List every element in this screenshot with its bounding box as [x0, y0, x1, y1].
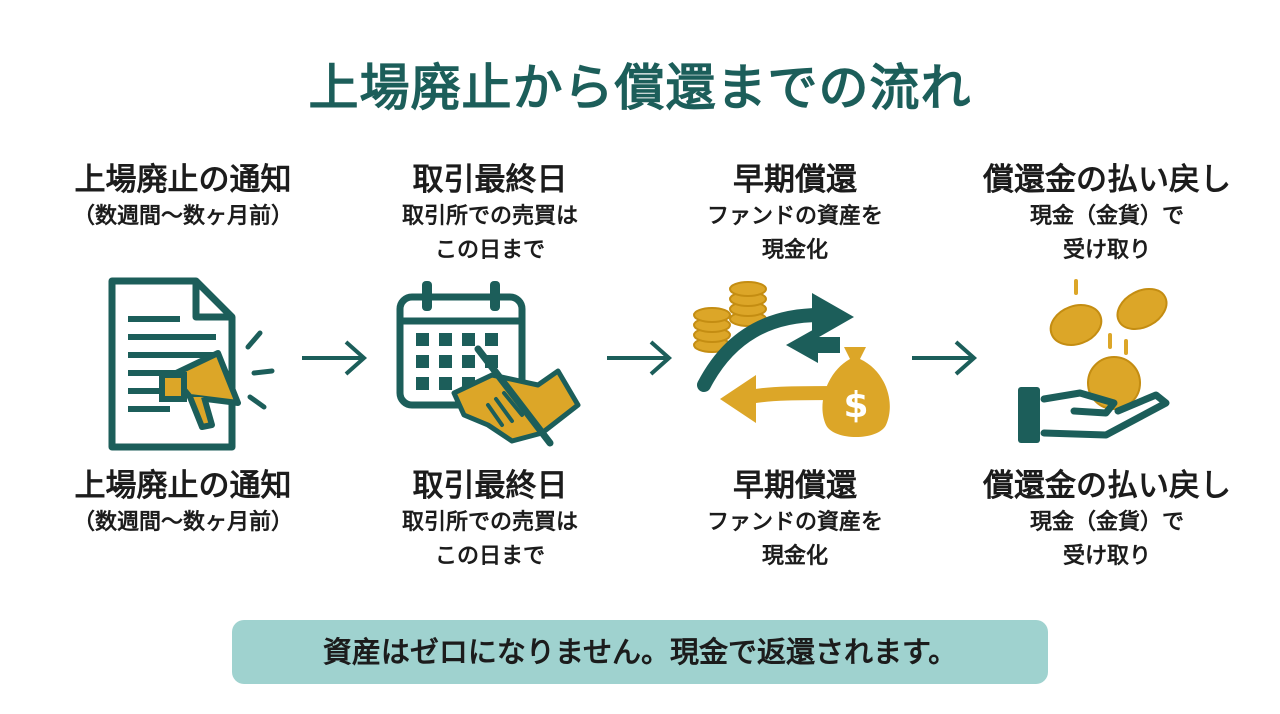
step-desc: 現金（金貨）で [1029, 510, 1184, 535]
step-title: 償還金の払い戻し [983, 162, 1231, 198]
step-title: 上場廃止の通知 [74, 162, 292, 198]
document-megaphone-icon [108, 277, 275, 451]
step-title: 上場廃止の通知 [74, 468, 292, 504]
hand-coins-icon [1018, 279, 1170, 443]
step-desc: （数週間〜数ヶ月前） [72, 204, 293, 229]
step-desc: 取引所での売買は [401, 510, 578, 535]
step-desc: ファンドの資産を [706, 204, 883, 229]
step-4: 償還金の払い戻し 現金（金貨）で 受け取り 償還金の払い戻し 現金（金貨）で 受… [962, 0, 1252, 714]
summary-banner: 資産はゼロになりません。現金で返還されます。 [232, 620, 1048, 684]
step-3: 早期償還 ファンドの資産を 現金化 早期償還 ファンドの資産を 現金化 [650, 0, 940, 714]
step-desc: この日まで [434, 544, 545, 569]
svg-text:$: $ [843, 385, 868, 426]
step-3-bottom-label: 早期償還 ファンドの資産を 現金化 [650, 466, 940, 574]
step-title: 取引最終日 [412, 468, 568, 504]
step-title: 償還金の払い戻し [983, 468, 1231, 504]
step-1: 上場廃止の通知 （数週間〜数ヶ月前） 上場廃止の通知 （数週間〜数ヶ月前） [38, 0, 328, 714]
step-1-top-label: 上場廃止の通知 （数週間〜数ヶ月前） [38, 160, 328, 234]
step-desc: 取引所での売買は [401, 204, 578, 229]
step-3-top-label: 早期償還 ファンドの資産を 現金化 [650, 160, 940, 268]
step-desc: （数週間〜数ヶ月前） [72, 510, 293, 535]
calendar-handshake-icon [396, 281, 581, 447]
step-desc: ファンドの資産を [706, 510, 883, 535]
step-2: 取引最終日 取引所での売買は この日まで 取引最終日 取引所での売買は この日ま… [345, 0, 635, 714]
step-desc: 受け取り [1062, 238, 1151, 263]
step-title: 早期償還 [733, 468, 857, 504]
page-title: 上場廃止から償還までの流れ [308, 59, 972, 117]
arrow-right-icon [912, 340, 978, 376]
step-desc: 現金（金貨）で [1029, 204, 1184, 229]
step-2-top-label: 取引最終日 取引所での売買は この日まで [345, 160, 635, 268]
step-desc: 受け取り [1062, 544, 1151, 569]
step-1-bottom-label: 上場廃止の通知 （数週間〜数ヶ月前） [38, 466, 328, 540]
step-desc: 現金化 [761, 238, 828, 263]
step-title: 早期償還 [733, 162, 857, 198]
coins-exchange-icon: $ [693, 281, 890, 437]
arrow-right-icon [302, 340, 368, 376]
arrow-right-icon [607, 340, 673, 376]
step-title: 取引最終日 [412, 162, 568, 198]
step-2-bottom-label: 取引最終日 取引所での売買は この日まで [345, 466, 635, 574]
step-desc: この日まで [434, 238, 545, 263]
step-4-top-label: 償還金の払い戻し 現金（金貨）で 受け取り [962, 160, 1252, 268]
step-desc: 現金化 [761, 544, 828, 569]
step-4-bottom-label: 償還金の払い戻し 現金（金貨）で 受け取り [962, 466, 1252, 574]
